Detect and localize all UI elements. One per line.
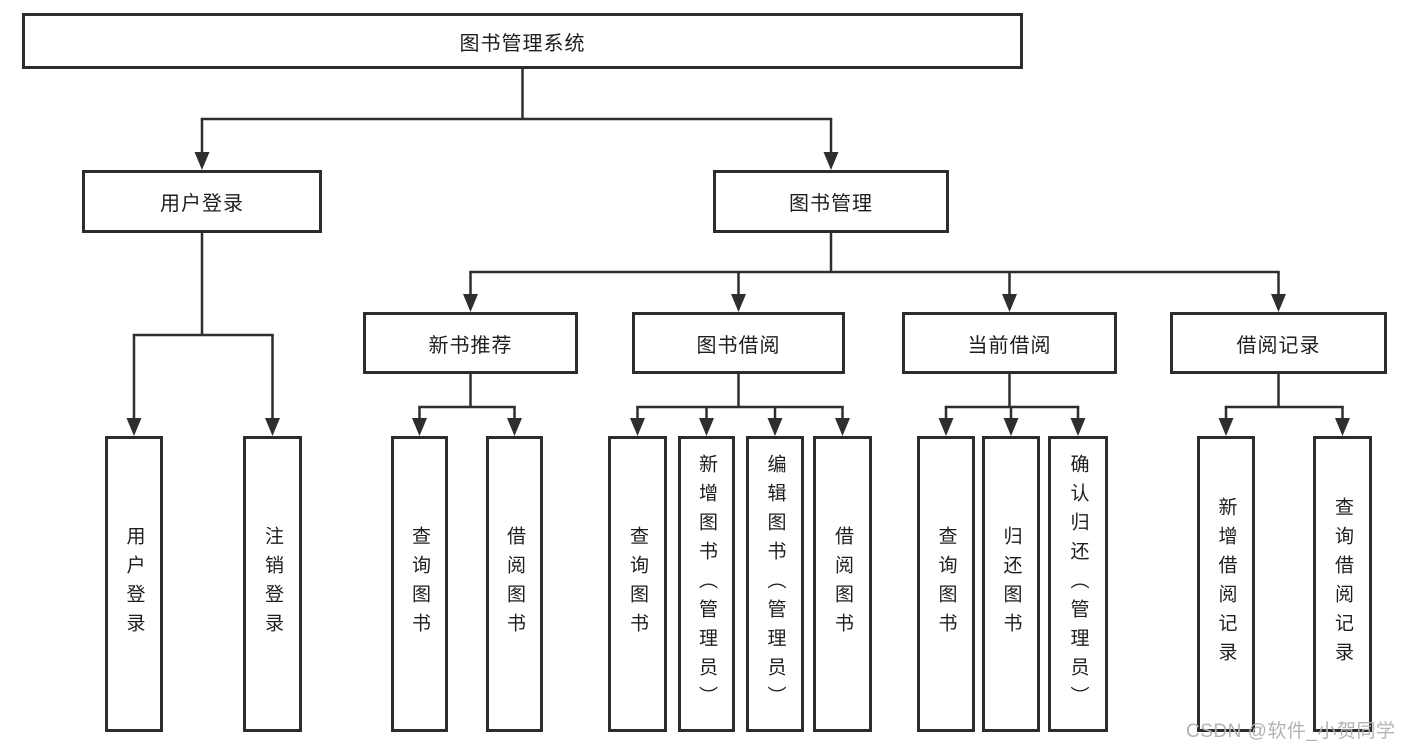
node-label: 新书推荐 (428, 334, 513, 357)
node-label: 新增图书（管理员） (696, 453, 717, 715)
node-label: 查询借阅记录 (1332, 497, 1353, 671)
node-query-books-recommend: 查询图书 (391, 436, 448, 732)
node-label: 用户登录 (160, 193, 244, 215)
node-logout-action: 注销登录 (243, 436, 302, 732)
node-label: 借阅记录 (1236, 334, 1321, 357)
node-label: 查询图书 (409, 526, 430, 642)
node-label: 图书管理 (789, 193, 873, 215)
node-label: 确认归还（管理员） (1067, 453, 1089, 715)
node-label: 新增借阅记录 (1215, 497, 1237, 671)
edge-new-book-recommend-children (412, 374, 522, 436)
node-confirm-return-admin: 确认归还（管理员） (1048, 436, 1108, 732)
edge-current-borrowing-children (938, 374, 1086, 436)
node-library-management-system: 图书管理系统 (22, 13, 1023, 69)
node-user-login-action: 用户登录 (105, 436, 163, 732)
node-user-login: 用户登录 (82, 170, 322, 233)
node-query-books-borrowing: 查询图书 (608, 436, 667, 732)
node-label: 编辑图书（管理员） (764, 453, 786, 715)
node-book-management: 图书管理 (713, 170, 949, 233)
node-label: 注销登录 (262, 526, 283, 642)
node-label: 图书管理系统 (459, 32, 586, 55)
node-label: 归还图书 (1000, 526, 1022, 642)
edge-borrowing-records-children (1218, 374, 1350, 436)
node-label: 查询图书 (627, 526, 648, 642)
node-query-books-current: 查询图书 (917, 436, 975, 732)
node-edit-books-admin: 编辑图书（管理员） (746, 436, 804, 732)
node-new-book-recommend: 新书推荐 (363, 312, 578, 374)
node-label: 借阅图书 (504, 526, 525, 642)
edge-user-login-children (126, 233, 280, 436)
node-label: 图书借阅 (696, 334, 781, 357)
edge-root-to-level2 (194, 69, 839, 170)
node-borrowing-records: 借阅记录 (1170, 312, 1387, 374)
edge-book-borrowing-children (630, 374, 850, 436)
node-borrow-books-recommend: 借阅图书 (486, 436, 543, 732)
node-add-borrow-record: 新增借阅记录 (1197, 436, 1255, 732)
node-label: 查询图书 (935, 526, 957, 642)
node-current-borrowing: 当前借阅 (902, 312, 1117, 374)
node-query-borrow-record: 查询借阅记录 (1313, 436, 1372, 732)
node-return-books: 归还图书 (982, 436, 1040, 732)
node-book-borrowing: 图书借阅 (632, 312, 845, 374)
node-borrow-books-borrowing: 借阅图书 (813, 436, 872, 732)
node-add-books-admin: 新增图书（管理员） (678, 436, 735, 732)
node-label: 当前借阅 (967, 334, 1052, 357)
csdn-watermark: CSDN @软件_小贺同学 (1186, 721, 1396, 742)
node-label: 借阅图书 (832, 526, 853, 642)
node-label: 用户登录 (123, 526, 145, 642)
edge-book-management-children (463, 233, 1286, 312)
